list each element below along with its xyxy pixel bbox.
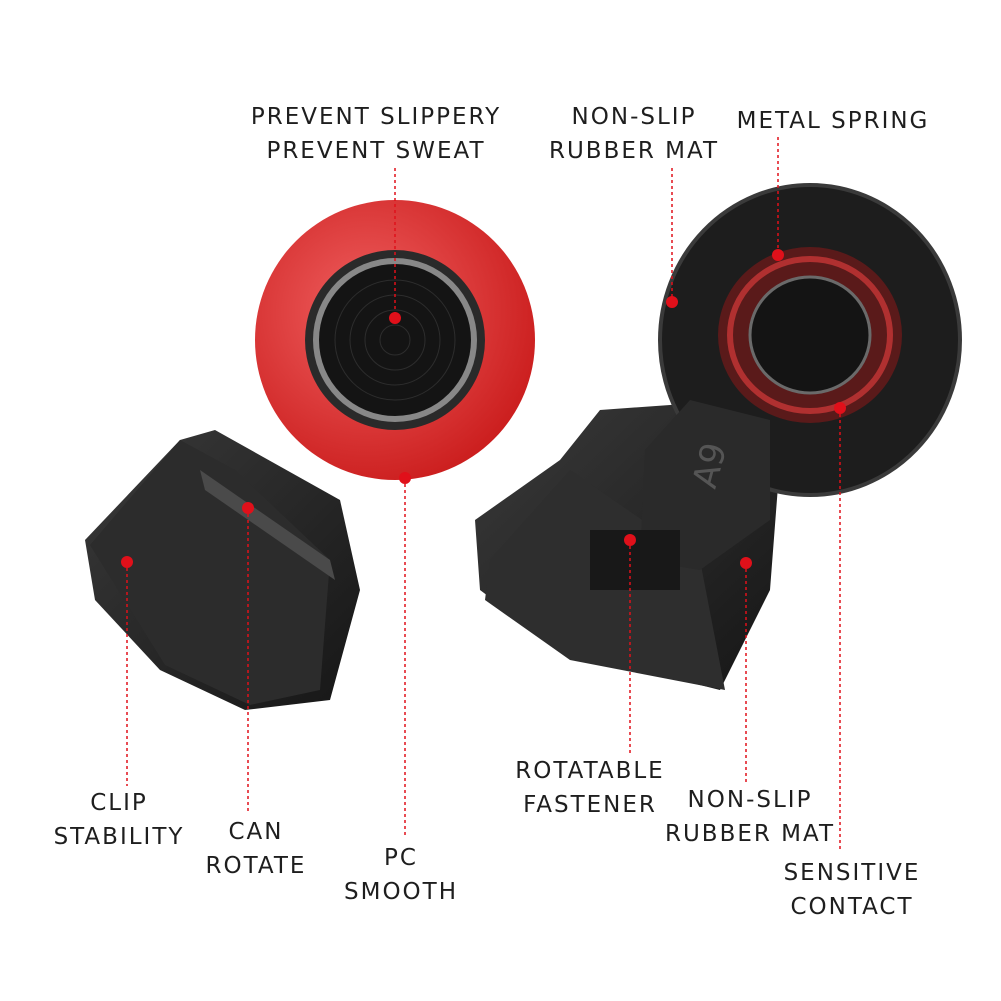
dot-nonslip-bottom	[740, 557, 752, 569]
touch-button	[319, 264, 471, 416]
label-clip: CLIP STABILITY	[54, 786, 185, 854]
label-line: STABILITY	[53, 824, 185, 850]
label-line: NON-SLIP	[571, 104, 697, 130]
label-line: METAL SPRING	[736, 108, 930, 134]
label-metal-spring: METAL SPRING	[737, 104, 930, 138]
metal-spring	[727, 256, 893, 414]
label-line: RUBBER MAT	[664, 821, 836, 847]
dot-fastener	[624, 534, 636, 546]
label-line: PC	[384, 845, 418, 871]
label-line: SENSITIVE	[783, 860, 921, 886]
label-pc: PC SMOOTH	[344, 841, 458, 909]
label-nonslip-top: NON-SLIP RUBBER MAT	[549, 100, 719, 168]
label-line: RUBBER MAT	[548, 138, 720, 164]
callout-dots	[121, 249, 846, 569]
right-trigger: A9	[475, 183, 962, 690]
label-sensitive: SENSITIVE CONTACT	[784, 856, 921, 924]
dot-rotate	[242, 502, 254, 514]
label-line: PREVENT SWEAT	[266, 138, 486, 164]
label-prevent: PREVENT SLIPPERY PREVENT SWEAT	[251, 100, 501, 168]
label-line: ROTATE	[205, 853, 307, 879]
callout-lines	[126, 137, 841, 852]
label-line: CLIP	[90, 790, 148, 816]
dot-pc	[399, 472, 411, 484]
label-fastener: ROTATABLE FASTENER	[515, 754, 664, 822]
label-rotate: CAN ROTATE	[206, 815, 307, 883]
dot-metal-spring	[772, 249, 784, 261]
label-line: CAN	[228, 819, 284, 845]
label-line: SMOOTH	[344, 879, 458, 905]
dot-clip	[121, 556, 133, 568]
dot-prevent	[389, 312, 401, 324]
label-line: NON-SLIP	[687, 787, 813, 813]
dot-nonslip-top	[666, 296, 678, 308]
label-line: ROTATABLE	[515, 758, 665, 784]
label-line: PREVENT SLIPPERY	[250, 104, 502, 130]
label-nonslip-bottom: NON-SLIP RUBBER MAT	[665, 783, 835, 851]
label-line: FASTENER	[523, 792, 657, 818]
dot-sensitive	[834, 402, 846, 414]
label-line: CONTACT	[790, 894, 914, 920]
fastener-flap	[640, 400, 770, 570]
left-trigger	[85, 200, 535, 710]
